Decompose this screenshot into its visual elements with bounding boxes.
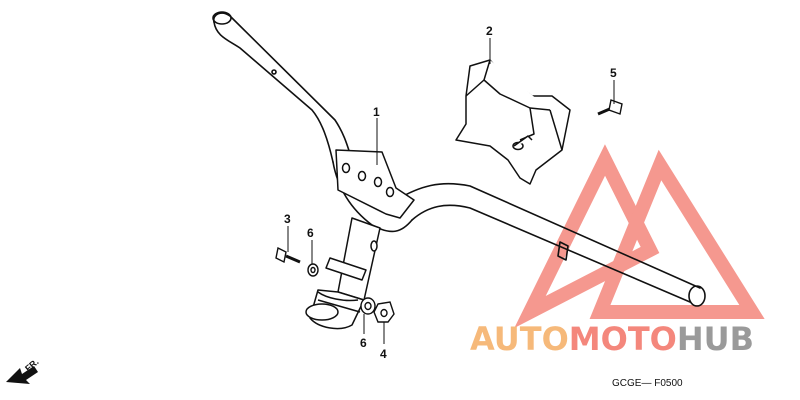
washer-6-right <box>360 297 376 315</box>
bolt-3 <box>275 246 301 264</box>
watermark-word-auto: AUTO <box>470 320 569 358</box>
washer-6-left <box>307 263 319 277</box>
bolt-5 <box>597 99 623 116</box>
leader-lines <box>287 38 615 344</box>
watermark-text: AUTOMOTOHUB <box>470 320 754 358</box>
watermark-word-moto: MOTO <box>569 320 677 358</box>
callout-4: 4 <box>380 347 387 361</box>
front-direction-arrow-icon: FR. <box>6 357 41 384</box>
watermark-word-hub: HUB <box>677 320 754 358</box>
handlebar-cover <box>455 59 571 185</box>
handlebar-bracket <box>335 149 415 219</box>
steering-post <box>305 217 381 330</box>
mountain-triangle-logo-icon <box>514 144 765 328</box>
nut-4 <box>373 301 395 323</box>
callout-5: 5 <box>610 66 617 80</box>
callout-2: 2 <box>486 24 493 38</box>
callout-1: 1 <box>373 105 380 119</box>
callout-3: 3 <box>284 212 291 226</box>
callout-6-left: 6 <box>307 226 314 240</box>
diagram-code: GCGE— F0500 <box>612 378 683 389</box>
direction-label: FR. <box>23 357 41 374</box>
callout-6-right: 6 <box>360 336 367 350</box>
